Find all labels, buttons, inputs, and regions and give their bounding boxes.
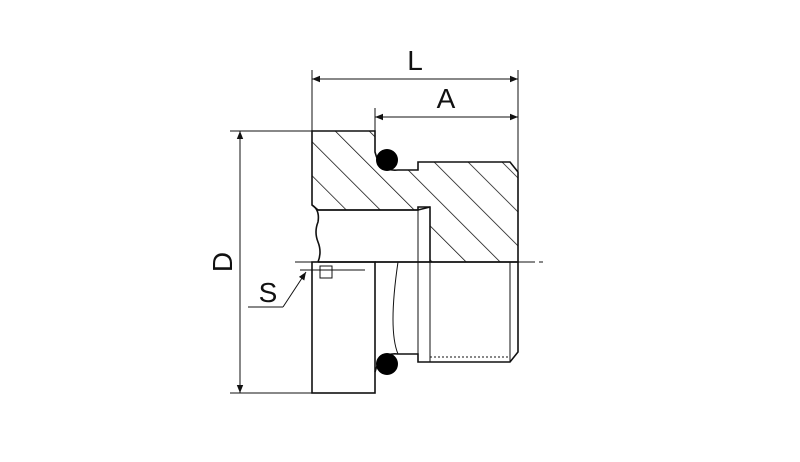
hex-socket-profile	[311, 204, 321, 263]
s-leader-diagonal	[282, 271, 307, 308]
groove-edge	[392, 261, 399, 355]
thread-body-outline	[374, 261, 519, 373]
label-l: L	[407, 45, 423, 76]
dimension-a: A	[374, 83, 518, 131]
lower-elevation	[311, 261, 519, 394]
dimension-d: D	[207, 130, 312, 394]
o-ring-lower	[376, 353, 398, 375]
s-marker	[319, 265, 333, 279]
dimension-l: L	[311, 45, 519, 172]
o-ring-upper	[376, 149, 398, 171]
label-s: S	[259, 277, 278, 308]
label-d: D	[207, 252, 238, 272]
head-outline	[311, 261, 376, 394]
dimension-s: S	[248, 271, 307, 308]
label-a: A	[437, 83, 456, 114]
upper-section	[311, 130, 519, 263]
sectioned-body	[311, 130, 519, 263]
